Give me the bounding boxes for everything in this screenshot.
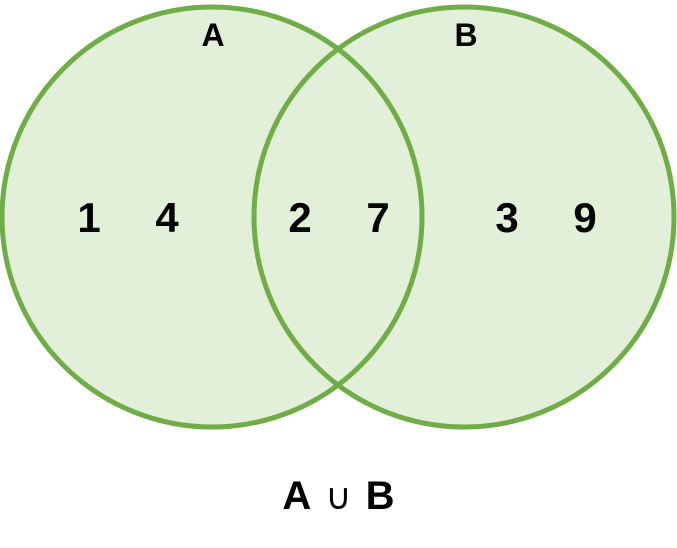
set-b-element: 3 — [495, 194, 518, 241]
caption-right-set: B — [365, 474, 395, 518]
caption-left-set: A — [282, 474, 312, 518]
set-a-element: 1 — [77, 194, 100, 241]
set-b-element: 9 — [573, 194, 596, 241]
intersection-region — [254, 7, 422, 427]
set-a-outline — [0, 4, 425, 430]
set-b-label: B — [454, 17, 477, 53]
set-b-outline — [251, 4, 677, 430]
intersection-element: 2 — [288, 194, 311, 241]
set-expression-caption: A ∪ B — [0, 474, 677, 519]
union-operator: ∪ — [325, 477, 352, 518]
set-a-element: 4 — [155, 194, 179, 241]
intersection-element: 7 — [366, 194, 389, 241]
set-a-label: A — [201, 17, 224, 53]
